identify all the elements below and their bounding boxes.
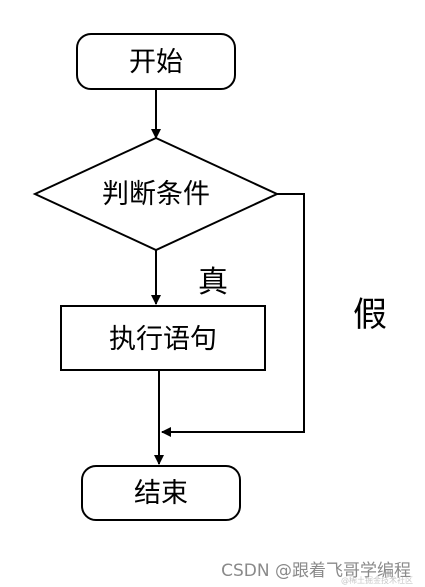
statement-node-shape	[60, 305, 266, 371]
false-branch-label: 假	[353, 295, 387, 335]
csdn-watermark: CSDN @跟着飞哥学编程	[221, 561, 411, 581]
true-branch-label: 真	[198, 265, 228, 300]
statement-node: 执行语句	[60, 305, 266, 371]
start-node: 开始	[76, 33, 236, 90]
false-branch-path	[161, 193, 305, 437]
condition-node-label: 判断条件	[102, 179, 210, 210]
end-node: 结束	[81, 465, 241, 521]
faint-watermark: @稀土掘金技术社区	[341, 576, 413, 585]
start-node-label: 开始	[129, 47, 183, 78]
end-node-label: 结束	[134, 478, 188, 509]
end-node-shape	[81, 465, 241, 521]
condition-node: 判断条件	[32, 136, 280, 252]
statement-node-label: 执行语句	[109, 324, 217, 355]
